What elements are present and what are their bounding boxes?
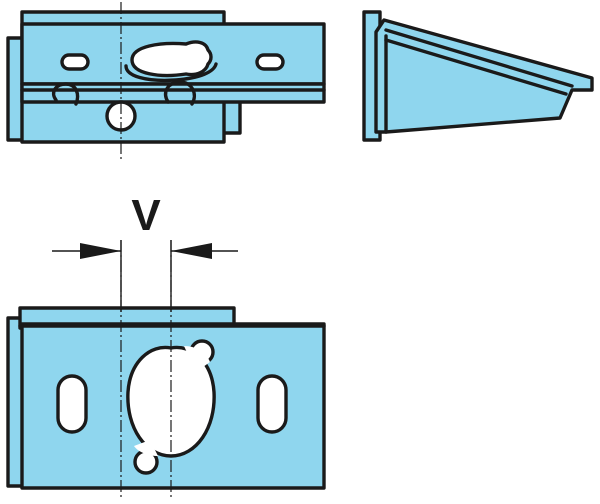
- front-view-keyhole-blend-bottom: [134, 440, 158, 456]
- dimension-arrow-left: [80, 243, 121, 259]
- dimension-label: V: [131, 191, 161, 240]
- top-view-arm-lower: [20, 82, 326, 104]
- side-view-inner-edge: [384, 38, 568, 96]
- side-view-top-edge: [384, 28, 574, 88]
- front-view: [6, 240, 326, 500]
- side-view-arm: [374, 18, 594, 134]
- top-view-slot-right: [255, 53, 285, 71]
- top-view: [6, 2, 326, 160]
- front-view-keyhole-blend-top: [184, 346, 210, 372]
- top-view-hook-left: [51, 82, 80, 106]
- dimension-v: V: [52, 191, 238, 312]
- top-view-hook-right: [163, 80, 197, 106]
- top-view-slot-left: [60, 53, 90, 71]
- dimension-arrow-right: [171, 243, 212, 259]
- front-view-slot-left: [56, 374, 88, 434]
- top-view-keyhole-rim: [124, 62, 218, 83]
- top-view-keyhole: [130, 40, 213, 78]
- front-view-slot-right: [256, 374, 288, 434]
- side-view: [362, 10, 594, 142]
